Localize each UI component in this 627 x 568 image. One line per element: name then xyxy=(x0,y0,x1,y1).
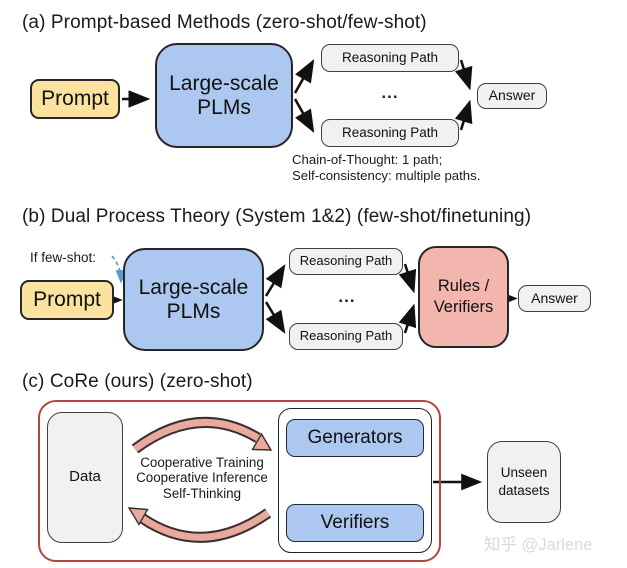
reasoning-path-bottom-b: Reasoning Path xyxy=(289,323,403,350)
unseen-datasets-box: Unseen datasets xyxy=(487,441,561,523)
ellipsis-b: ... xyxy=(338,287,356,306)
answer-box-b: Answer xyxy=(518,285,591,312)
data-box: Data xyxy=(47,412,123,543)
arrow-b-paths-to-rules xyxy=(398,263,417,334)
core-frame xyxy=(38,400,441,562)
section-a-title: (a) Prompt-based Methods (zero-shot/few-… xyxy=(22,12,427,33)
cot-note: Chain-of-Thought: 1 path; Self-consisten… xyxy=(292,152,481,183)
arrow-b-if-few-shot-dashed xyxy=(111,255,127,284)
plms-box-b: Large-scale PLMs xyxy=(123,248,264,351)
watermark: 知乎 @Jarlene xyxy=(484,536,593,554)
ellipsis-a: ... xyxy=(381,83,399,102)
arrow-a-plms-branch xyxy=(293,59,315,133)
reasoning-path-bottom-a: Reasoning Path xyxy=(321,119,459,147)
arrow-a-paths-to-answer xyxy=(454,59,473,131)
plms-box-a: Large-scale PLMs xyxy=(155,43,293,148)
section-c-title: (c) CoRe (ours) (zero-shot) xyxy=(22,371,253,392)
verifiers-box: Verifiers xyxy=(286,504,424,542)
reasoning-path-top-b: Reasoning Path xyxy=(289,248,403,275)
if-few-shot-label: If few-shot: xyxy=(30,250,97,265)
generators-box: Generators xyxy=(286,419,424,457)
cooperative-loop-label: Cooperative Training Cooperative Inferen… xyxy=(136,455,268,501)
rules-verifiers-box: Rules / Verifiers xyxy=(418,246,509,348)
arrow-b-plms-branch xyxy=(264,264,286,334)
reasoning-path-top-a: Reasoning Path xyxy=(321,44,459,72)
prompt-box-a: Prompt xyxy=(30,79,120,119)
answer-box-a: Answer xyxy=(477,83,547,109)
prompt-box-b: Prompt xyxy=(20,280,114,320)
section-b-title: (b) Dual Process Theory (System 1&2) (fe… xyxy=(22,206,532,227)
